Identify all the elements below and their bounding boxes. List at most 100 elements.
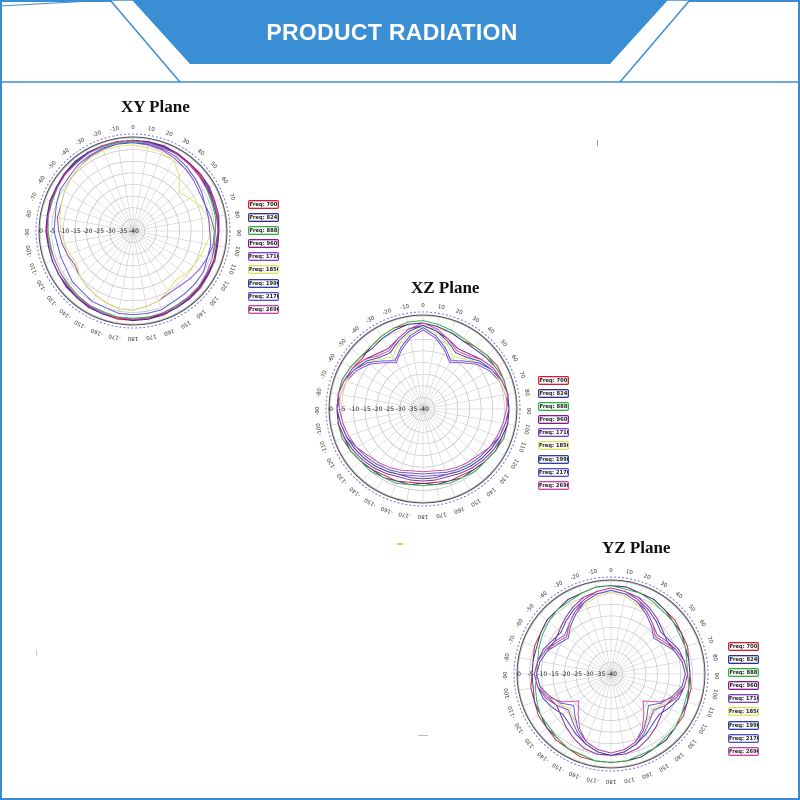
yz-theta-tick-label: 160	[640, 770, 652, 779]
xz-grid-spoke	[422, 408, 504, 456]
yz-theta-tick-label: -140	[536, 750, 550, 763]
yz-theta-tick-label: 100	[710, 689, 718, 701]
xz-series-line	[336, 327, 510, 475]
yz-theta-tick-label: -160	[568, 770, 582, 780]
xz-grid-spoke	[331, 408, 424, 426]
xy-theta-tick-label: 40	[196, 148, 206, 157]
yz-plane-title: YZ Plane	[602, 538, 671, 557]
yz-theta-tick-label: 80	[711, 654, 718, 662]
yz-r-tick-label: -10	[537, 671, 547, 678]
yz-theta-tick-label: 20	[643, 573, 652, 581]
xy-theta-tick-label: -170	[108, 332, 122, 340]
xz-series-line	[336, 320, 510, 487]
yz-r-tick-label: -30	[584, 671, 594, 678]
xz-outer-dashed-ring	[325, 311, 521, 507]
yz-grid-spoke	[594, 673, 612, 766]
yz-grid-spoke	[610, 582, 628, 675]
xz-theta-tick-label: -110	[319, 440, 329, 454]
yz-theta-tick-label: -90	[503, 671, 509, 680]
xy-theta-tick-label: -110	[29, 262, 39, 276]
xz-theta-tick-label: -150	[363, 496, 377, 508]
yz-grid-spoke	[551, 673, 612, 746]
xz-grid-spoke	[422, 376, 511, 410]
legend-entry: Freq: 824	[728, 655, 759, 665]
xy-theta-tick-label: -10	[110, 126, 120, 134]
yz-grid-spoke	[610, 673, 671, 746]
xz-r-tick-label: -15	[361, 406, 371, 413]
xy-theta-tick-label: 120	[218, 279, 229, 292]
xy-theta-tick-label: 160	[162, 327, 174, 336]
xz-grid-spoke	[363, 408, 424, 481]
xz-grid-spoke	[422, 392, 515, 410]
yz-theta-tick-label: -80	[504, 652, 512, 662]
banner-shape	[132, 0, 668, 64]
xy-r-tick-label: -25	[94, 228, 104, 235]
yz-grid-spoke	[610, 673, 683, 734]
xz-r-tick-label: -30	[396, 406, 406, 413]
xz-grid-spoke	[351, 408, 424, 469]
xy-theta-tick-label: -140	[58, 307, 72, 320]
xz-theta-tick-label: 180	[417, 513, 428, 519]
xy-theta-tick-label: 0	[131, 125, 135, 131]
xy-r-tick-label: -40	[129, 228, 139, 235]
yz-outer-ring	[516, 579, 706, 769]
xy-r-tick-label: -10	[59, 228, 69, 235]
stray-mark	[418, 735, 428, 736]
yz-grid-spoke	[594, 582, 612, 675]
yz-grid-spoke	[610, 641, 699, 675]
xy-grid-spoke	[116, 230, 134, 323]
xz-grid-spoke	[390, 408, 424, 497]
yz-grid-spoke	[564, 673, 612, 755]
xy-r-tick-label: -35	[117, 228, 127, 235]
stray-mark	[597, 140, 598, 146]
xy-grid-spoke	[41, 214, 134, 232]
xz-grid-spoke	[390, 321, 424, 410]
xz-theta-tick-label: -40	[350, 325, 361, 336]
xz-grid-spoke	[422, 408, 456, 497]
yz-grid-spoke	[610, 614, 683, 675]
yz-grid-spoke	[610, 657, 703, 675]
legend-entry: Freq: 1850	[538, 441, 569, 451]
yz-grid-spoke	[610, 593, 658, 675]
xy-grid-spoke	[100, 143, 134, 232]
yz-grid-spoke	[530, 673, 612, 721]
xz-theta-tick-label: 170	[435, 511, 447, 519]
legend-entry: Freq: 1710	[728, 694, 759, 704]
xy-theta-tick-label: 170	[145, 333, 157, 341]
xy-theta-tick-label: -70	[30, 191, 39, 202]
legend-entry: Freq: 700	[728, 642, 759, 651]
xz-theta-tick-label: 40	[486, 326, 496, 335]
yz-theta-tick-label: -40	[538, 590, 549, 601]
xy-grid-spoke	[132, 230, 150, 323]
yz-grid-spoke	[523, 641, 612, 675]
xy-theta-tick-label: 80	[233, 211, 240, 219]
yz-theta-tick-label: -10	[588, 569, 598, 577]
xy-grid-spoke	[45, 230, 134, 264]
xz-series-line	[336, 329, 510, 477]
xz-grid-spoke	[422, 408, 440, 501]
xy-grid-spoke	[45, 198, 134, 232]
yz-theta-tick-label: 60	[698, 619, 707, 628]
yz-grid-spoke	[564, 593, 612, 675]
xy-grid-spoke	[132, 150, 180, 232]
yz-series-line	[533, 587, 689, 754]
yz-grid-spoke	[539, 614, 612, 675]
xy-theta-tick-label: 110	[227, 263, 236, 275]
yz-grid-spoke	[610, 673, 692, 721]
yz-grid-spoke	[610, 586, 644, 675]
xz-r-tick-label: -40	[419, 406, 429, 413]
xz-theta-tick-label: -50	[337, 338, 348, 349]
xy-r-tick-label: 0	[39, 228, 43, 235]
legend-entry: Freq: 2170	[728, 733, 759, 743]
header-line-left-top	[0, 0, 111, 7]
xz-r-tick-label: -5	[340, 406, 346, 413]
xz-grid-spoke	[376, 408, 424, 490]
xy-theta-tick-label: 60	[220, 176, 229, 185]
xy-theta-tick-label: 30	[181, 138, 190, 147]
xy-theta-tick-label: 180	[127, 335, 138, 341]
yz-series-line	[533, 587, 689, 756]
xy-theta-tick-label: 100	[232, 246, 240, 258]
xy-theta-tick-label: -50	[47, 160, 58, 171]
